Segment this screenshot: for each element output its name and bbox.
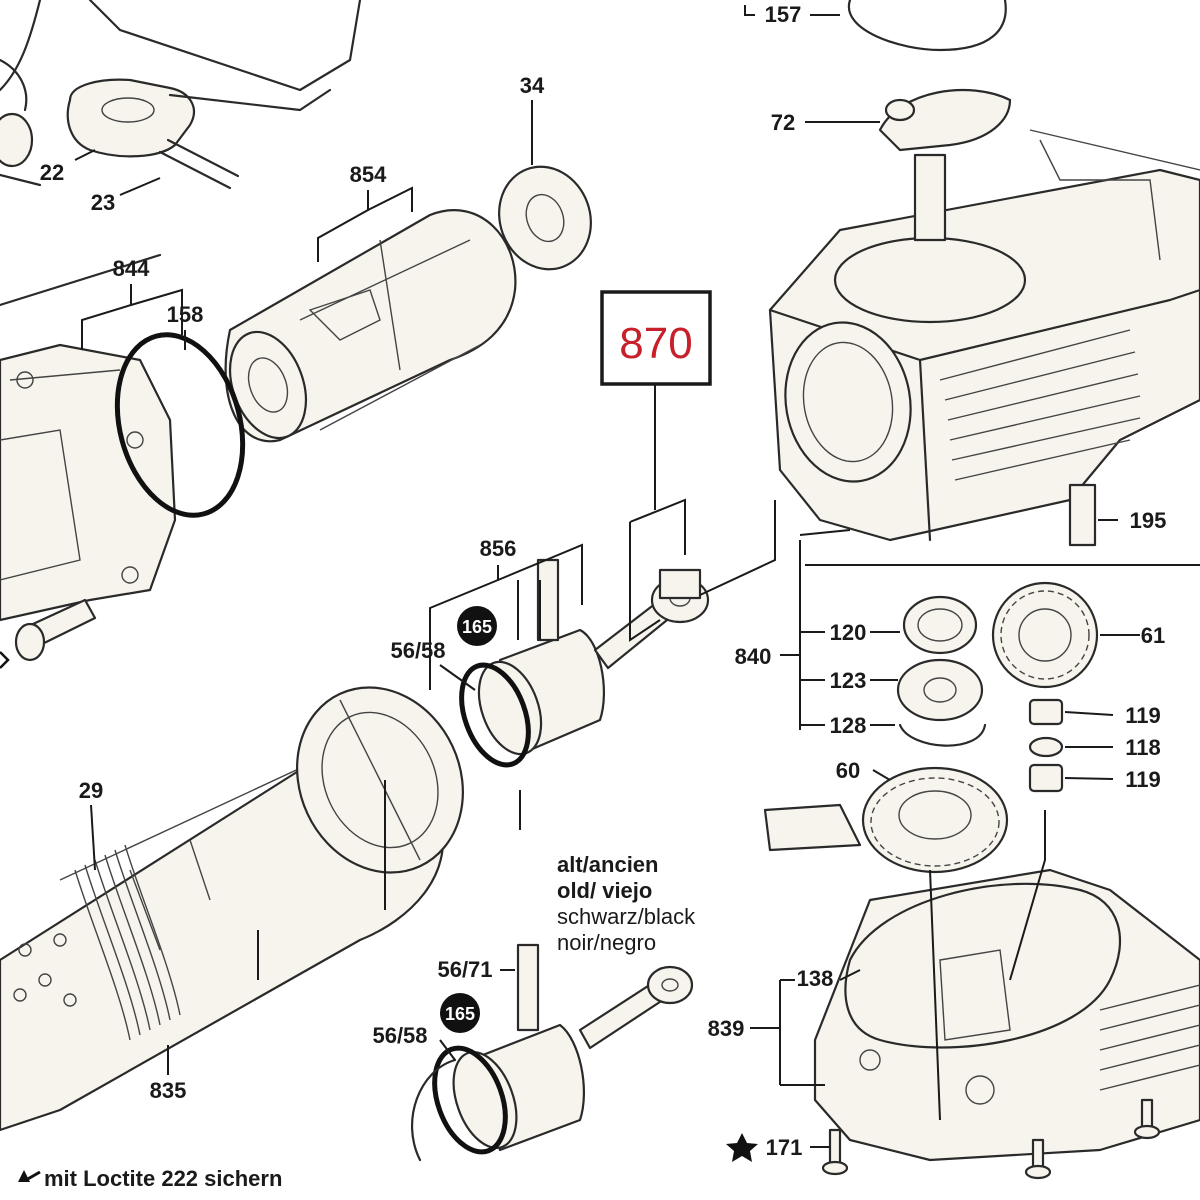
- badge-165-lower: 165: [440, 993, 480, 1033]
- label-29: 29: [79, 778, 103, 803]
- label-840: 840: [735, 644, 772, 669]
- screw-left: [14, 598, 97, 662]
- washer-34: [498, 165, 592, 271]
- badge-165-lower-label: 165: [445, 1004, 475, 1024]
- label-34: 34: [520, 73, 545, 98]
- flange-housing-844: [0, 332, 246, 622]
- label-72: 72: [771, 110, 795, 135]
- label-171: 171: [766, 1135, 803, 1160]
- note-line-4: noir/negro: [557, 930, 656, 955]
- label-195: 195: [1130, 508, 1167, 533]
- label-120: 120: [830, 620, 867, 645]
- label-119-lower: 119: [1125, 767, 1161, 792]
- badge-165-upper-label: 165: [462, 617, 492, 637]
- label-839: 839: [708, 1016, 745, 1041]
- label-61: 61: [1141, 623, 1165, 648]
- label-123: 123: [830, 668, 867, 693]
- label-157: 157: [765, 2, 802, 27]
- piston-old-variant: [411, 943, 694, 1162]
- callout-870: 870: [600, 290, 712, 386]
- label-138: 138: [797, 966, 834, 991]
- label-856: 856: [480, 536, 517, 561]
- tube-holes: [13, 933, 77, 1007]
- label-23: 23: [91, 190, 115, 215]
- leader-lines: [74, 5, 1200, 1148]
- part-labels: 157 72 34 22 23 854 844 158 195 856 56/5…: [40, 2, 1167, 1160]
- badge-165-upper: 165: [457, 606, 497, 646]
- gear-60: [861, 766, 1009, 874]
- star-icon: [726, 1133, 758, 1162]
- gearbox-housing: [768, 0, 1200, 547]
- label-22: 22: [40, 160, 64, 185]
- label-60: 60: [836, 758, 860, 783]
- wrench-drop-icon: [0, 651, 10, 669]
- gear-set-840: [763, 581, 1099, 874]
- note-line-2: old/ viejo: [557, 878, 652, 903]
- callout-label: 870: [619, 319, 692, 368]
- piston-connecting-rod-870: [459, 558, 710, 768]
- note-line-1: alt/ancien: [557, 852, 658, 877]
- gear-cover-839: [813, 868, 1200, 1180]
- sleeve-854: [224, 209, 517, 443]
- old-variant-note: alt/ancien old/ viejo schwarz/black noir…: [557, 852, 696, 955]
- label-835: 835: [150, 1078, 187, 1103]
- note-line-3: schwarz/black: [557, 904, 696, 929]
- label-56-58-upper: 56/58: [390, 638, 445, 663]
- label-158: 158: [167, 302, 204, 327]
- footer-text: mit Loctite 222 sichern: [44, 1166, 282, 1191]
- label-854: 854: [350, 162, 387, 187]
- label-128: 128: [830, 713, 867, 738]
- label-56-71: 56/71: [437, 957, 492, 982]
- footer-note: mit Loctite 222 sichern: [18, 1166, 282, 1191]
- gear-61: [991, 581, 1099, 689]
- spindle-tube-835: [0, 686, 464, 1132]
- upper-lever-assembly: [0, 0, 362, 307]
- tube-ribs: [74, 844, 181, 1041]
- label-118: 118: [1125, 735, 1161, 760]
- label-844: 844: [113, 256, 150, 281]
- wrench-drop-icon: [18, 1170, 41, 1182]
- label-56-58-lower: 56/58: [372, 1023, 427, 1048]
- label-119-upper: 119: [1125, 703, 1161, 728]
